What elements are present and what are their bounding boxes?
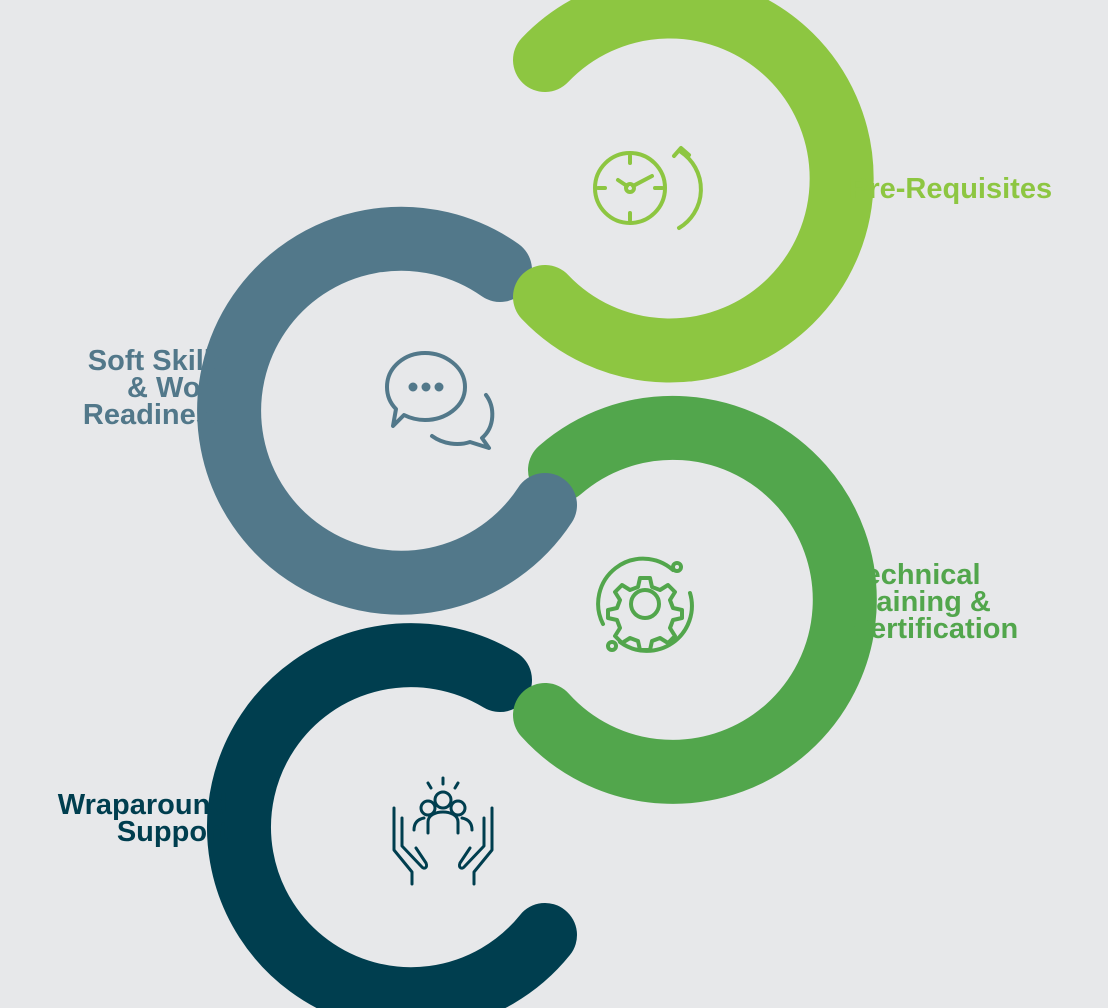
label-line: Pre-Requisites: [849, 173, 1053, 205]
label-line: Certification: [849, 613, 1019, 645]
label-line: Support: [116, 816, 228, 848]
label-technical-training: Technical Training & Certification: [849, 559, 1019, 645]
label-wraparound-support: Wraparound Support: [57, 789, 228, 848]
ring-pre-requisites: [513, 0, 874, 383]
label-line: Technical: [849, 559, 981, 591]
label-line: Readiness: [82, 399, 228, 431]
ring-technical-training: [513, 395, 877, 804]
hands-people-icon: [392, 776, 494, 886]
label-line: Soft Skills: [87, 345, 228, 377]
chat-bubbles-icon: [385, 351, 495, 450]
label-line: Wraparound: [57, 789, 228, 821]
gear-cycle-icon: [596, 556, 694, 653]
label-pre-requisites: Pre-Requisites: [849, 173, 1053, 205]
label-line: & Work: [127, 372, 228, 404]
label-line: Training &: [849, 586, 991, 618]
ring-soft-skills: [197, 206, 577, 615]
clock-refresh-icon: [593, 146, 703, 230]
label-soft-skills: Soft Skills & Work Readiness: [82, 345, 228, 431]
ring-wraparound-support: [207, 623, 577, 1008]
